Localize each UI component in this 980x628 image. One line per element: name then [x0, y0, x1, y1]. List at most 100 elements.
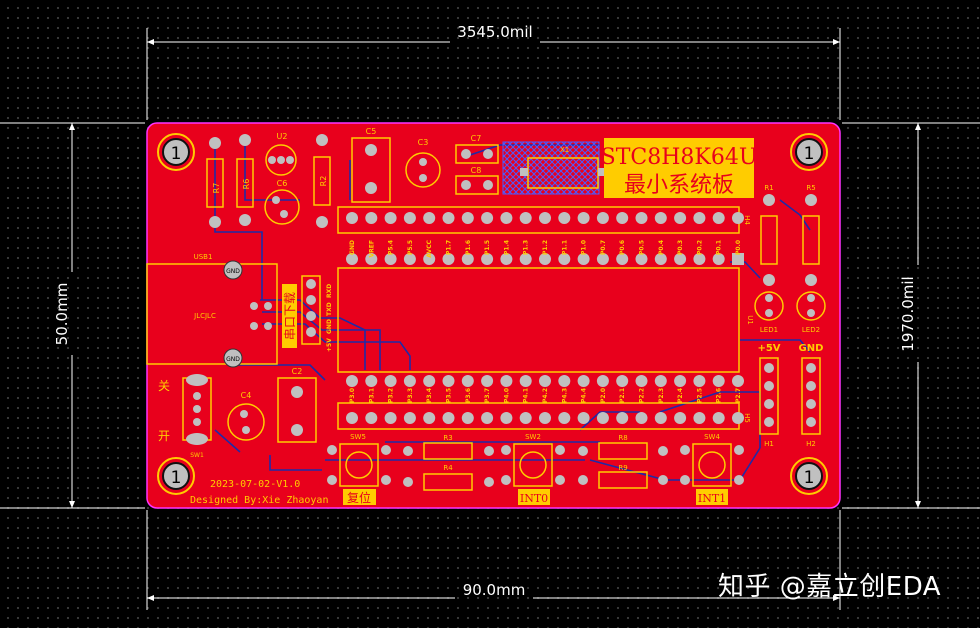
usb-connector-usb1[interactable]: USB1 GND GND JLCJLC: [146, 253, 278, 368]
bottom-pin-label: P4.4: [581, 388, 588, 403]
dim-right-label: 1970.0mil: [899, 276, 917, 351]
top-pin-label: P1.2: [542, 240, 549, 255]
resistor-r2[interactable]: R2: [313, 134, 331, 228]
svg-text:INT0: INT0: [520, 492, 548, 505]
board-title-silk: STC8H8K64U 最小系统板: [601, 138, 757, 198]
resistor-r5[interactable]: R5: [802, 184, 820, 286]
header-h1-5v[interactable]: +5V H1: [757, 343, 780, 448]
capacitor-c4[interactable]: C4: [227, 391, 265, 441]
h4-pad: [423, 212, 436, 224]
svg-text:GND: GND: [226, 356, 240, 363]
header-h2-gnd[interactable]: GND H2: [799, 343, 824, 448]
h5-pad: [500, 412, 513, 424]
button-sw5-reset[interactable]: SW5 复位: [327, 433, 391, 505]
h4-pad: [693, 212, 706, 224]
h5-pad: [732, 412, 744, 424]
u1-pad: [596, 253, 609, 265]
svg-text:LED2: LED2: [802, 326, 820, 334]
dim-bottom-label: 90.0mm: [463, 581, 526, 599]
mounting-holes[interactable]: 1 1 1 1: [157, 133, 828, 495]
resistor-r6[interactable]: R6: [236, 134, 254, 226]
power-switch-sw1[interactable]: 关 开 SW1: [158, 374, 212, 459]
h4-pad: [732, 212, 744, 224]
u1-pad: [654, 253, 667, 265]
u1-pad: [732, 253, 744, 265]
resistor-r4[interactable]: R4: [403, 464, 494, 491]
u1-pad: [654, 375, 667, 387]
svg-text:INT1: INT1: [698, 492, 726, 505]
led-led2[interactable]: LED2: [796, 291, 826, 334]
svg-text:JLCJLC: JLCJLC: [193, 312, 216, 320]
top-pin-label: P0.2: [696, 240, 703, 255]
capacitor-c5[interactable]: C5: [351, 127, 391, 203]
capacitor-c7[interactable]: C7: [455, 134, 499, 164]
u1-pad: [365, 253, 378, 265]
resistor-r7[interactable]: R7: [206, 137, 224, 228]
h5-pad: [539, 412, 551, 424]
svg-text:R5: R5: [806, 184, 815, 192]
top-pin-label: P0.3: [677, 240, 684, 255]
bottom-pin-label: P4.2: [542, 388, 549, 403]
h4-pad: [539, 212, 551, 224]
resistor-r1[interactable]: R1: [760, 184, 778, 286]
u1-pad: [712, 253, 725, 265]
top-pin-label: P0.1: [716, 240, 723, 255]
u1-pad: [461, 375, 474, 387]
svg-text:H1: H1: [764, 440, 774, 448]
u1-pad: [500, 375, 513, 387]
svg-text:C4: C4: [241, 391, 252, 400]
svg-text:R4: R4: [443, 464, 453, 472]
header-h5[interactable]: H5: [337, 402, 751, 430]
svg-text:H5: H5: [743, 413, 751, 423]
u1-pad: [732, 375, 744, 387]
svg-text:USB1: USB1: [194, 253, 213, 261]
top-pin-label: P1.7: [446, 240, 453, 255]
h5-pad: [712, 412, 725, 424]
resistor-r9[interactable]: R9: [578, 464, 668, 489]
capacitor-c6[interactable]: C6: [264, 179, 300, 225]
svg-text:R6: R6: [242, 179, 251, 190]
crystal-x1[interactable]: X1: [502, 141, 606, 195]
serial-pin-label: TXD: [326, 302, 333, 316]
capacitor-c8[interactable]: C8: [455, 166, 499, 195]
bottom-pin-label: P2.7: [735, 388, 742, 403]
dim-left-label: 50.0mm: [53, 283, 71, 346]
header-h4[interactable]: H4: [337, 206, 751, 234]
mounting-hole-2[interactable]: 1: [790, 133, 828, 171]
u1-pad: [519, 253, 532, 265]
capacitor-c2[interactable]: C2: [277, 367, 317, 443]
top-pin-label: VREF: [368, 240, 375, 257]
serial-pin-label: +5V: [326, 338, 333, 352]
title-line-2: 最小系统板: [624, 173, 734, 198]
u1-pad: [384, 253, 397, 265]
led-led1[interactable]: LED1: [754, 291, 784, 334]
h4-pad: [442, 212, 455, 224]
svg-text:C7: C7: [471, 134, 482, 143]
resistor-r8[interactable]: R8: [578, 434, 668, 460]
h4-pad: [616, 212, 629, 224]
mounting-hole-4[interactable]: 1: [790, 457, 828, 495]
regulator-u2[interactable]: U2: [265, 132, 297, 176]
bottom-pin-label: P2.6: [716, 388, 723, 403]
u1-pad: [693, 253, 706, 265]
h5-pad: [558, 412, 571, 424]
mounting-hole-1[interactable]: 1: [157, 133, 195, 171]
bottom-pin-label: P2.3: [658, 388, 665, 403]
svg-text:SW4: SW4: [704, 433, 720, 441]
serial-pin-label: RXD: [326, 284, 333, 298]
svg-text:H4: H4: [743, 215, 751, 225]
svg-text:LED1: LED1: [760, 326, 778, 334]
svg-text:SW1: SW1: [190, 452, 204, 459]
resistor-r3[interactable]: R3: [403, 434, 494, 460]
mounting-hole-3[interactable]: 1: [157, 457, 195, 495]
u1-pad: [384, 375, 397, 387]
button-sw2-int0[interactable]: SW2 INT0: [501, 433, 565, 505]
capacitor-c3[interactable]: C3: [405, 138, 441, 188]
svg-text:开: 开: [158, 429, 170, 443]
h5-pad: [577, 412, 590, 424]
svg-text:C5: C5: [366, 127, 377, 136]
button-sw4-int1[interactable]: SW4 INT1: [680, 433, 744, 505]
